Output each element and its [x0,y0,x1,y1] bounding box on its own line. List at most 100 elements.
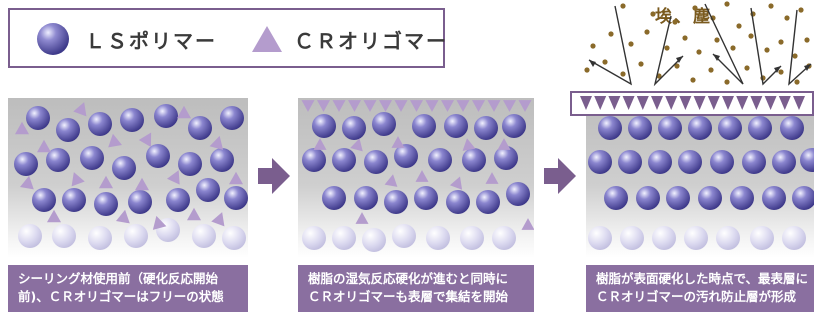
oligomer-triangle [301,100,315,112]
dust-particle [768,3,774,9]
polymer-sphere [730,186,754,210]
faded-polymer-sphere [222,226,246,250]
polymer-sphere [220,106,244,130]
stain-prevention-layer [570,91,814,116]
polymer-sphere [780,116,804,140]
polymer-sphere [688,116,712,140]
polymer-sphere [474,116,498,140]
dust-particle [590,43,596,49]
oligomer-triangle [37,139,51,153]
dust-particle [744,65,750,71]
oligomer-triangle [47,209,61,223]
oligomer-triangle [456,100,470,112]
polymer-sphere [112,156,136,180]
oligomer-triangle [580,96,592,110]
faded-polymer-sphere [652,226,676,250]
polymer-sphere [800,148,814,172]
faded-polymer-sphere [620,226,644,250]
caption-curing-line2: ＣＲオリゴマーも表層で集結を開始 [308,289,509,304]
dust-particle [792,53,798,59]
triangle-legend-label: ＣＲオリゴマー [294,29,448,53]
oligomer-triangle [521,218,534,230]
polymer-sphere [80,146,104,170]
dust-particle [724,79,730,85]
polymer-sphere [128,190,152,214]
polymer-sphere [312,114,336,138]
polymer-sphere [166,188,190,212]
dust-particle [692,5,698,11]
dust-particle [628,41,634,47]
dust-particle [724,1,730,7]
faded-polymer-sphere [588,226,612,250]
polymer-sphere [354,186,378,210]
oligomer-triangle [394,100,408,112]
polymer-sphere [598,116,622,140]
oligomer-triangle [71,172,85,187]
oligomer-triangle [391,136,405,148]
oligomer-triangle [497,138,511,150]
dust-particle [748,33,754,39]
oligomer-triangle [99,175,113,189]
oligomer-triangle [332,100,346,112]
polymer-sphere [628,116,652,140]
oligomer-triangle [608,96,621,110]
caption-curing: 樹脂の湿気反応硬化が進むと同時に ＣＲオリゴマーも表層で集結を開始 [298,265,534,312]
oligomer-triangle [348,100,361,112]
oligomer-triangle [229,171,243,185]
faded-polymer-sphere [782,226,806,250]
polymer-sphere [446,190,470,214]
polymer-sphere [196,178,220,202]
dust-particle [638,61,644,67]
deflect-arrow-icon [588,5,632,86]
polymer-sphere [648,150,672,174]
caption-surface-cured-line2: ＣＲオリゴマーの汚れ防止層が形成 [596,289,797,304]
oligomer-triangle [20,175,34,190]
oligomer-triangle [651,96,663,110]
polymer-sphere [56,118,80,142]
oligomer-triangle [485,172,499,184]
panel-surface-cured [586,98,814,258]
panel-before-cure [8,98,248,258]
oligomer-triangle [636,96,649,110]
polymer-sphere [698,186,722,210]
dust-particle [714,37,720,43]
polymer-sphere [210,148,234,172]
oligomer-triangle [693,96,706,110]
dust-particle [798,7,804,13]
dust-particle [620,71,626,77]
oligomer-triangle [793,96,805,110]
oligomer-triangle [108,133,122,148]
dust-particle [730,45,736,51]
faded-polymer-sphere [362,228,386,252]
polymer-sphere [748,116,772,140]
caption-before-cure-line1: シーリング材使用前（硬化反応開始 [18,271,219,286]
oligomer-triangle [166,170,180,185]
oligomer-triangle [518,100,532,112]
oligomer-triangle [116,209,130,224]
polymer-sphere [14,152,38,176]
dust-particle [620,3,626,9]
oligomer-triangle [211,212,225,227]
oligomer-triangle [363,100,377,112]
legend-box: ＬＳポリマー ＣＲオリゴマー [8,8,448,68]
dust-particle [778,39,784,45]
oligomer-triangle [138,132,152,147]
dust-particle [690,77,696,83]
oligomer-triangle [722,96,734,110]
oligomer-triangle [487,100,501,112]
polymer-sphere [224,186,248,210]
dust-label: 埃、塵 [655,7,712,27]
deflect-arrow-icon [750,7,782,86]
oligomer-triangle [410,100,423,112]
oligomer-triangle [594,96,607,110]
oligomer-triangle [313,138,327,150]
faded-polymer-sphere [124,224,148,248]
triangle-legend-icon [252,26,282,52]
polymer-sphere [588,150,612,174]
dust-particle [674,63,680,69]
dust-particle [682,35,688,41]
oligomer-triangle [73,102,87,117]
faded-polymer-sphere [460,226,484,250]
oligomer-triangle [187,207,201,221]
faded-polymer-sphere [426,226,450,250]
